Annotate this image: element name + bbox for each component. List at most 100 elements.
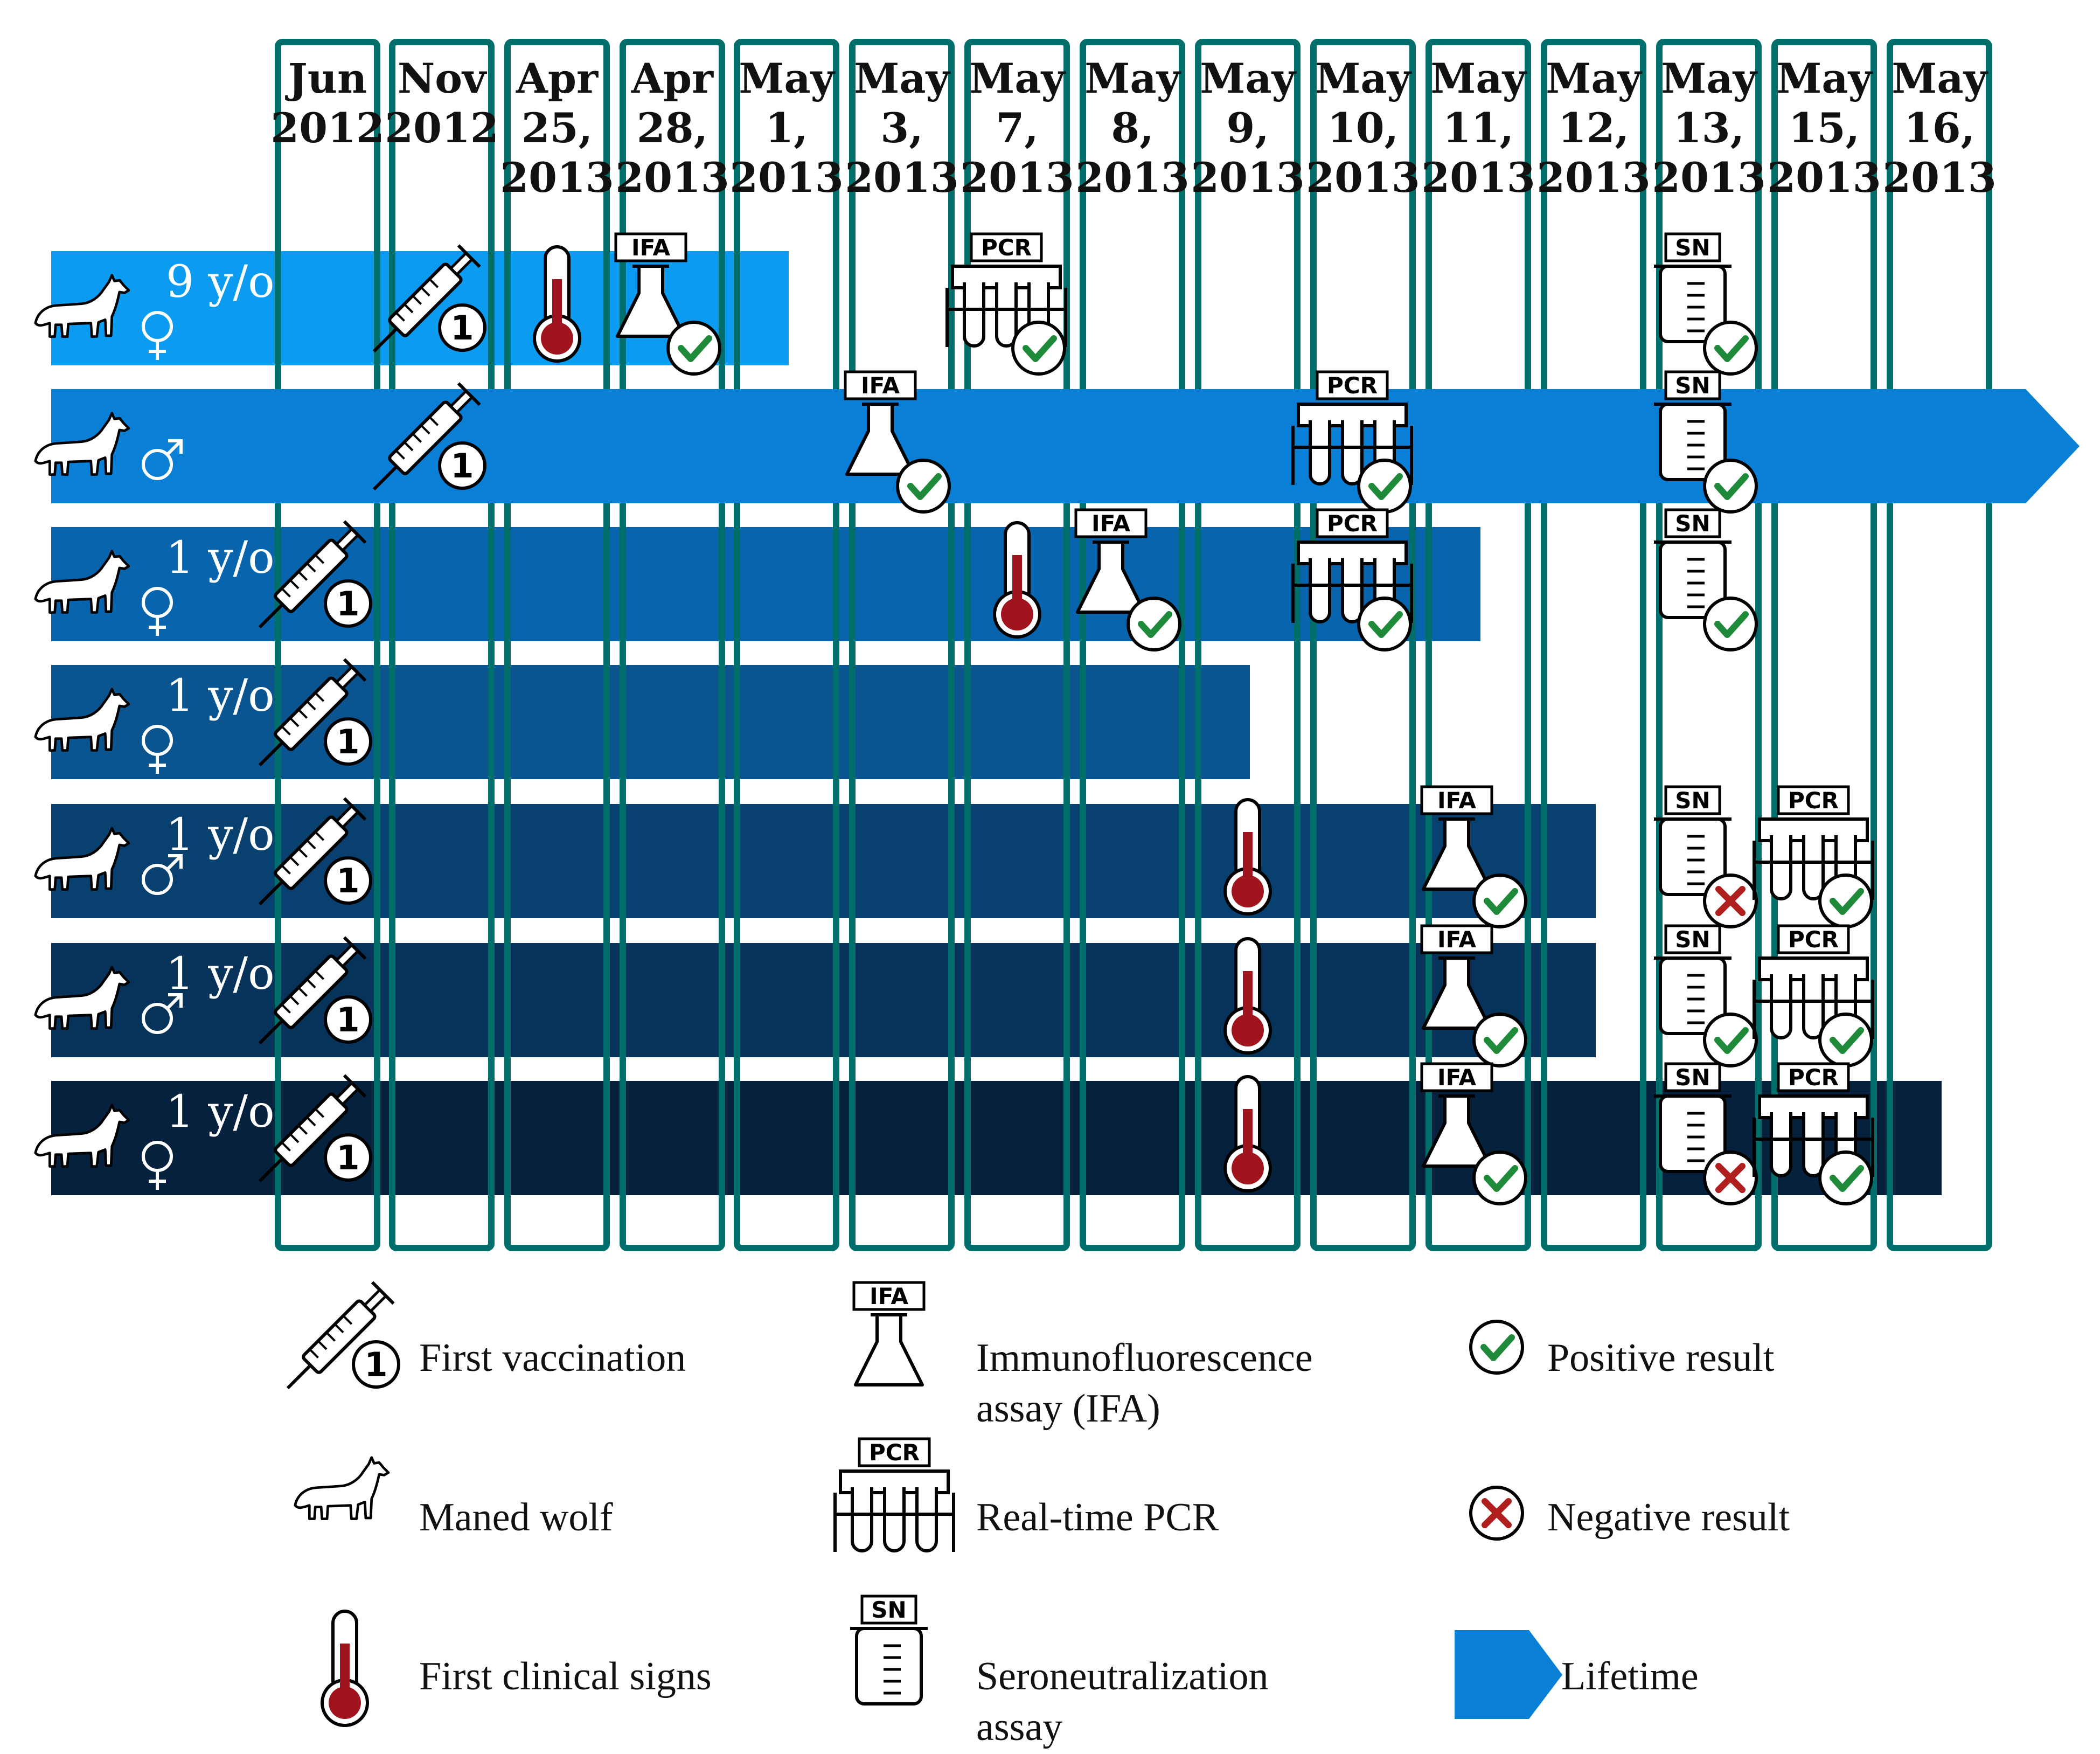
- date-label-line: 12,: [1557, 104, 1630, 152]
- beaker-icon: SN: [1654, 370, 1732, 481]
- date-label-line: 2013: [1767, 154, 1881, 202]
- assay-tag-label: IFA: [861, 372, 900, 399]
- date-column: [1310, 39, 1416, 1251]
- animal-row-icons: 1: [34, 658, 372, 774]
- date-label-line: 16,: [1903, 104, 1976, 152]
- legend-sn-label-line2: assay: [976, 1705, 1063, 1749]
- assay-tag-label: PCR: [981, 234, 1032, 261]
- lifetime-arrow: [51, 389, 2080, 503]
- date-label-line: 13,: [1673, 104, 1745, 152]
- date-label-line: Jun: [288, 54, 367, 102]
- thermometer-icon: [321, 1610, 369, 1727]
- assay-tag-label: IFA: [1437, 926, 1476, 953]
- date-label-line: May: [1315, 54, 1411, 102]
- date-label-line: Nov: [397, 54, 486, 102]
- assay-tag: IFA: [614, 232, 687, 262]
- date-label-line: 2013: [615, 154, 729, 202]
- date-column: [1195, 39, 1301, 1251]
- wolf-icon: [294, 1456, 390, 1520]
- syringe-icon: 1: [286, 1281, 400, 1390]
- date-label-line: 10,: [1327, 104, 1399, 152]
- wolf-icon: [34, 412, 130, 476]
- animal-row-icons: 1 IFA PCR SN: [34, 508, 1758, 651]
- assay-tag: PCR: [970, 232, 1043, 262]
- check-circle-icon: [1703, 1013, 1758, 1067]
- beaker-icon: SN: [1654, 508, 1732, 619]
- assay-tag: PCR: [1316, 370, 1389, 400]
- date-column: [1080, 39, 1185, 1251]
- beaker-icon: SN: [1654, 1062, 1732, 1173]
- wolf-icon: [34, 550, 130, 614]
- date-label-line: 15,: [1788, 104, 1860, 152]
- lifetime-bar: [51, 665, 1250, 779]
- assay-tag-label: SN: [1675, 926, 1710, 953]
- legend-ifa-label-line1: Immunofluorescence: [976, 1336, 1313, 1380]
- age-label: 9 y/o: [166, 256, 275, 308]
- test-tube-rack-icon: PCR: [833, 1437, 955, 1552]
- assay-tag-label: IFA: [631, 234, 670, 261]
- legend-lifetime-label: Lifetime: [1561, 1654, 1699, 1698]
- legend-ifa-label-line2: assay (IFA): [976, 1386, 1160, 1431]
- legend-wolf-label: Maned wolf: [419, 1495, 613, 1540]
- assay-tag: SN: [1664, 785, 1721, 815]
- date-label-line: May: [1892, 54, 1987, 102]
- date-label-line: 2013: [1075, 154, 1190, 202]
- animal-row-icons: 1 IFA PCR SN: [34, 232, 1758, 376]
- assay-tag: SN: [1664, 924, 1721, 954]
- check-circle-icon: [1703, 597, 1758, 651]
- legend-negative-label: Negative result: [1547, 1495, 1790, 1540]
- flask-icon: IFA: [1074, 508, 1148, 614]
- check-circle-icon: [1357, 459, 1412, 514]
- check-circle-icon: [1818, 1150, 1873, 1205]
- cross-circle-icon: [1703, 873, 1758, 928]
- check-circle-icon: [1472, 1150, 1527, 1205]
- assay-tag: SN: [1664, 232, 1721, 262]
- syringe-icon: 1: [258, 520, 372, 629]
- check-circle-icon: [1011, 321, 1066, 376]
- syringe-icon: 1: [372, 244, 486, 353]
- flask-icon: IFA: [844, 370, 917, 476]
- date-label-line: 9,: [1226, 104, 1269, 152]
- check-circle-icon: [1818, 873, 1873, 928]
- date-label-line: 2013: [1306, 154, 1420, 202]
- assay-tag: IFA: [844, 370, 917, 400]
- male-symbol-icon: [142, 854, 183, 895]
- assay-tag-label: SN: [1675, 787, 1710, 814]
- assay-tag-label: PCR: [1788, 787, 1839, 814]
- wolf-icon: [34, 966, 130, 1030]
- date-label-line: 1,: [765, 104, 808, 152]
- legend-positive-label: Positive result: [1547, 1336, 1775, 1380]
- vaccine-dose-number: 1: [336, 722, 359, 761]
- syringe-icon: 1: [258, 658, 372, 767]
- assay-tag-label: SN: [871, 1597, 906, 1623]
- cross-circle-icon: [1703, 1150, 1758, 1205]
- thermometer-icon: [533, 245, 581, 363]
- assay-tag: IFA: [1074, 508, 1148, 538]
- assay-tag-label: PCR: [1788, 1064, 1839, 1091]
- age-label: 1 y/o: [166, 532, 275, 584]
- flask-icon: IFA: [1420, 785, 1493, 891]
- date-label-line: May: [1661, 54, 1757, 102]
- assay-tag: SN: [1664, 370, 1721, 400]
- wolf-icon: [34, 274, 130, 338]
- date-label-line: May: [854, 54, 950, 102]
- assay-tag: PCR: [1777, 785, 1850, 815]
- legend-clinical-label: First clinical signs: [419, 1654, 712, 1698]
- thermometer-icon: [1223, 798, 1272, 916]
- date-label-line: 3,: [880, 104, 923, 152]
- assay-tag-label: SN: [1675, 372, 1710, 399]
- date-label-line: May: [1430, 54, 1526, 102]
- date-column: [389, 39, 495, 1251]
- date-label-line: 8,: [1111, 104, 1154, 152]
- age-label: 1 y/o: [166, 670, 275, 722]
- assay-tag-label: PCR: [1327, 510, 1378, 537]
